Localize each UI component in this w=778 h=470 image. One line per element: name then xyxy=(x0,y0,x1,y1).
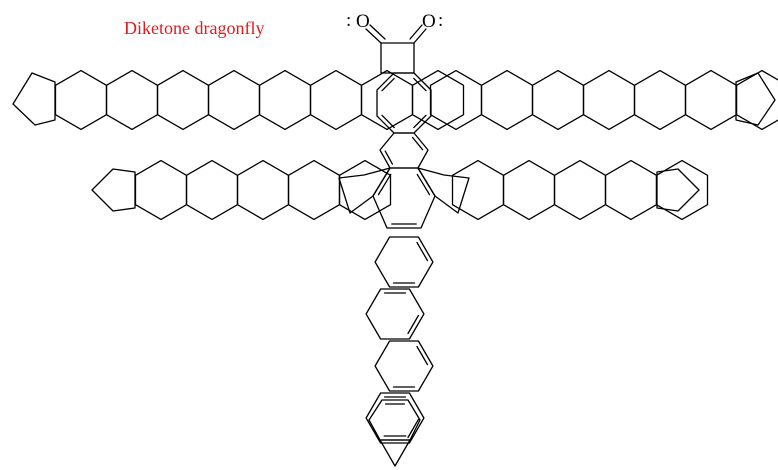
upper-left-wing-hexagon xyxy=(411,69,465,131)
upper-right-wing-hexagon xyxy=(429,69,483,131)
abdomen-core-double-bond xyxy=(377,173,392,196)
lower-left-wing-hexagon xyxy=(287,159,341,221)
oxygen-left-label: O xyxy=(356,11,370,32)
octagon-double-bond xyxy=(413,77,427,92)
upper-right-wing-hexagon xyxy=(582,69,636,131)
lower-right-wing-hexagon xyxy=(451,159,505,221)
oxygen-right-lone-pair: : xyxy=(438,10,443,31)
upper-left-wing-hexagon xyxy=(207,69,261,131)
thorax-hexagon xyxy=(379,132,429,169)
abdomen-core-double-bond xyxy=(416,173,431,196)
thorax-double-bond xyxy=(384,150,394,165)
tail-hexagon xyxy=(365,288,425,340)
oxygen-left-lone-pair: : xyxy=(346,10,351,31)
central-octagon-ring xyxy=(376,72,432,134)
lower-left-wing-pentagon xyxy=(91,168,136,212)
carbonyl-bond-left-second xyxy=(369,24,386,40)
lower-left-fused-pentagon xyxy=(338,167,391,214)
upper-left-wing-hexagon xyxy=(258,69,312,131)
tail-tip-cyclopropene xyxy=(379,439,411,467)
upper-left-wing-hexagon xyxy=(105,69,159,131)
lower-right-wing-hexagon xyxy=(553,159,607,221)
upper-right-wing-hexagon xyxy=(633,69,687,131)
upper-left-wing-hexagon xyxy=(54,69,108,131)
tail-hexagon-double-bond xyxy=(407,314,420,335)
tail-hexagon xyxy=(374,236,434,288)
octagon-double-bond xyxy=(381,77,395,92)
upper-left-wing-hexagon xyxy=(309,69,363,131)
lower-left-wing-hexagon xyxy=(236,159,290,221)
upper-right-wing-hexagon xyxy=(480,69,534,131)
lower-right-wing-hexagon xyxy=(502,159,556,221)
upper-right-wing-hexagon xyxy=(531,69,585,131)
abdomen-core-hexagon xyxy=(372,167,436,229)
oxygen-right-label: O xyxy=(422,11,436,32)
squarate-ring xyxy=(380,42,415,74)
tail-hexagon-double-bond xyxy=(416,241,429,262)
diagram-title: Diketone dragonfly xyxy=(124,18,264,38)
tail-hexagon xyxy=(374,340,434,392)
carbonyl-bond-right-second xyxy=(409,24,423,40)
lower-right-wing-hexagon xyxy=(655,159,709,221)
oxygen-atom-left: O : xyxy=(346,10,370,32)
lower-right-wing-pentagon xyxy=(656,168,700,212)
upper-left-wing-pentagon xyxy=(12,72,56,126)
upper-right-wing-hexagon xyxy=(684,69,738,131)
octagon-double-bond xyxy=(413,114,427,129)
lower-left-wing-hexagon xyxy=(134,159,188,221)
carbonyl-bond-left xyxy=(365,28,382,44)
lower-left-wing-hexagon xyxy=(185,159,239,221)
tail-hexagon-double-bond xyxy=(407,418,420,439)
lower-right-wing-hexagon xyxy=(604,159,658,221)
tail-end-hexagon xyxy=(368,399,421,441)
tail-hexagon xyxy=(365,392,425,444)
lower-left-wing-hexagon xyxy=(338,159,392,221)
upper-left-wing-hexagon xyxy=(156,69,210,131)
tail-hexagon-double-bond xyxy=(416,345,429,366)
molecular-skeleton xyxy=(12,24,778,467)
lower-right-fused-pentagon xyxy=(417,167,470,214)
oxygen-atom-right: O : xyxy=(422,10,443,32)
carbonyl-bond-right xyxy=(413,28,427,44)
thorax-double-bond xyxy=(411,136,424,151)
upper-right-wing-pentagon xyxy=(735,72,776,126)
octagon-double-bond xyxy=(381,114,395,129)
